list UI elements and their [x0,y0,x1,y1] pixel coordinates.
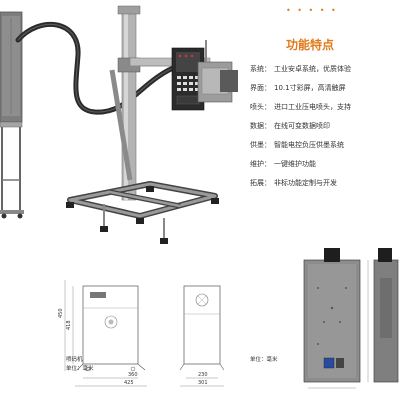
feature-label: 供墨： [250,141,271,149]
front-width-inner-dim: 360 [128,372,138,378]
front-height-body-dim: 418 [66,320,72,330]
head-caption-unit: 单位：毫米 [250,357,278,363]
feature-row-extension: 拓展：非标功能定制与开发 [250,178,400,190]
feature-label: 系统： [250,65,271,73]
feature-value: 非标功能定制与开发 [274,179,337,187]
front-width-total-dim: 425 [124,380,134,386]
feature-value: 在线可变数据喷印 [274,122,330,130]
feature-label: 界面： [250,84,271,92]
feature-value: 10.1寸彩屏，高清触屏 [274,84,346,92]
feature-row-maintenance: 维护：一键维护功能 [250,159,400,171]
front-caption-name: 喷码机 [66,357,83,363]
feature-value: 工业安卓系统，优质体验 [274,65,351,73]
feature-row-system: 系统：工业安卓系统，优质体验 [250,64,400,76]
feature-label: 数据： [250,122,271,130]
side-view-drawing [179,285,225,387]
feature-value: 一键维护功能 [274,160,316,168]
feature-label: 喷头： [250,103,271,111]
feature-row-ink-supply: 供墨：智能电控负压供墨系统 [250,140,400,152]
front-view-drawing [64,280,147,387]
front-caption-unit: 单位：毫米 [66,366,94,372]
decorative-dots: • • • • • [286,6,338,15]
printhead-drawing [303,248,399,389]
front-height-total-dim: 450 [58,308,64,318]
side-width-inner-dim: 230 [198,372,208,378]
features-title: 功能特点 [286,38,335,52]
feature-value: 进口工业压电喷头，支持 [274,103,351,111]
feature-row-printhead: 喷头：进口工业压电喷头，支持 [250,102,400,114]
feature-row-interface: 界面：10.1寸彩屏，高清触屏 [250,83,400,95]
printer-stand-photo [0,5,238,244]
feature-label: 拓展： [250,179,271,187]
feature-row-data: 数据：在线可变数据喷印 [250,121,400,133]
ink-hose [15,22,183,115]
side-width-total-dim: 301 [198,380,208,386]
feature-value: 智能电控负压供墨系统 [274,141,344,149]
feature-label: 维护： [250,160,271,168]
